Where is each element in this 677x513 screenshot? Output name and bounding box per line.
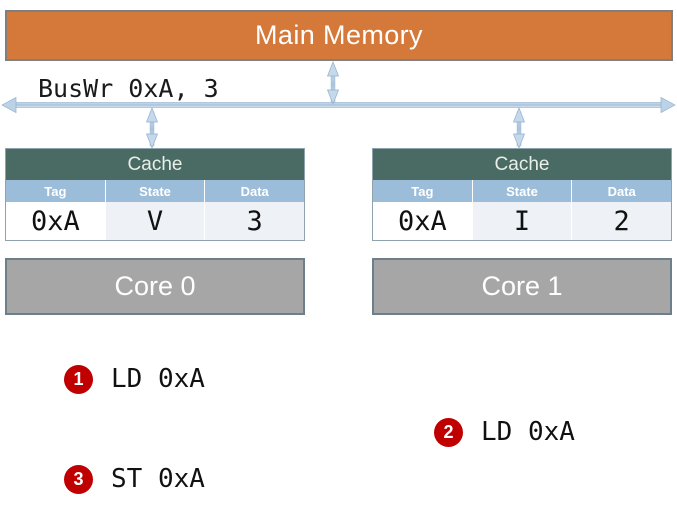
cache-tag-value-1: 0xA: [373, 202, 473, 240]
core-block-1: Core 1: [372, 258, 672, 315]
step-text-1: LD 0xA: [111, 364, 205, 394]
cache-col-state-0: State: [106, 180, 206, 202]
main-memory-label: Main Memory: [255, 20, 423, 50]
step-item-2: 2 LD 0xA: [434, 417, 575, 447]
memory-bus-connector-arrow: [326, 61, 340, 105]
cache-state-value-1: I: [472, 202, 573, 240]
cache-data-value-0: 3: [205, 202, 305, 240]
cache-column-headers-1: Tag State Data: [373, 180, 671, 202]
cache-state-value-0: V: [105, 202, 206, 240]
bus-transaction-label: BusWr 0xA, 3: [38, 74, 219, 103]
cache-col-state-1: State: [473, 180, 573, 202]
step-text-3: ST 0xA: [111, 464, 205, 494]
core-block-0: Core 0: [5, 258, 305, 315]
step-badge-3: 3: [64, 464, 93, 494]
cache-block-1: Cache Tag State Data 0xA I 2: [372, 148, 672, 241]
cache-row-0: 0xA V 3: [6, 202, 305, 240]
step-badge-2: 2: [434, 417, 463, 447]
core-label-1: Core 1: [481, 271, 563, 301]
cache0-bus-connector-arrow: [145, 107, 159, 149]
cache-col-tag-0: Tag: [6, 180, 106, 202]
step-item-1: 1 LD 0xA: [64, 364, 205, 394]
step-badge-1: 1: [64, 364, 93, 394]
step-item-3: 3 ST 0xA: [64, 464, 205, 494]
cache-block-0: Cache Tag State Data 0xA V 3: [5, 148, 305, 241]
cache-title-1: Cache: [373, 149, 671, 180]
cache-col-data-1: Data: [607, 183, 636, 199]
cache1-bus-connector-arrow: [512, 107, 526, 149]
cache-col-tag-1: Tag: [373, 180, 473, 202]
main-memory-block: Main Memory: [5, 10, 673, 61]
cache-tag-value-0: 0xA: [6, 202, 106, 240]
step-text-2: LD 0xA: [481, 417, 575, 447]
cache-column-headers-0: Tag State Data: [6, 180, 304, 202]
core-label-0: Core 0: [114, 271, 196, 301]
cache-row-1: 0xA I 2: [373, 202, 672, 240]
cache-col-data-0: Data: [240, 183, 269, 199]
cache-title-0: Cache: [6, 149, 304, 180]
cache-data-value-1: 2: [572, 202, 672, 240]
